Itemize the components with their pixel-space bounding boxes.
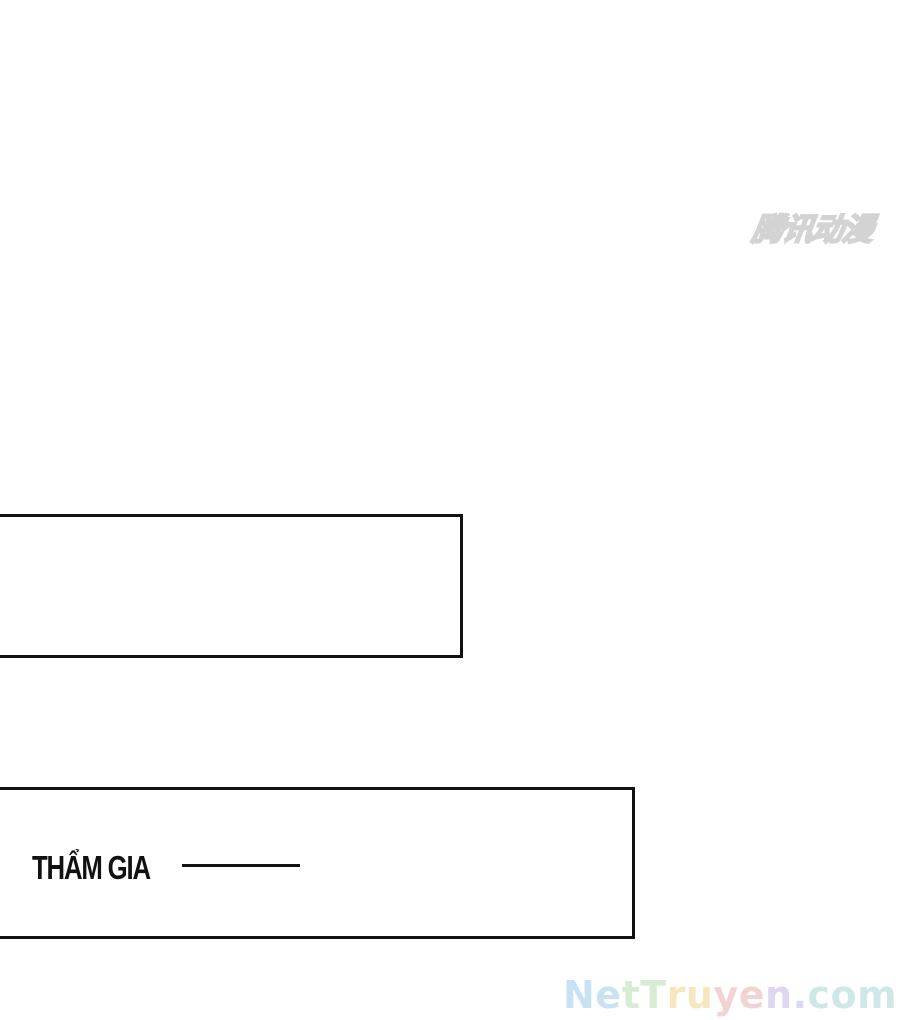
caption-text: THẨM GIA [32,849,151,886]
watermark-segment: tT [621,973,667,1017]
top-watermark: 腾讯动漫 [749,211,876,249]
watermark-segment: com [807,973,898,1017]
watermark-segment: n. [765,973,808,1017]
empty-caption-box [0,514,463,658]
watermark-segment: Ne [563,973,622,1017]
caption-dash-line [182,864,300,867]
caption-box [0,787,635,939]
caption-row: THẨM GIA [32,848,300,888]
watermark-segment: ye [713,973,766,1017]
watermark-segment: ru [666,973,714,1017]
